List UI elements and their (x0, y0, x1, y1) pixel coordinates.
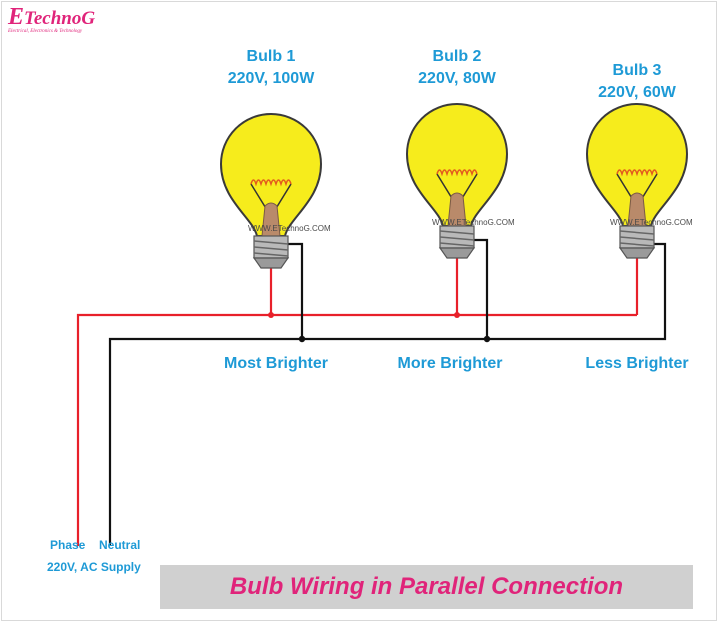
bulb-3-spec: 220V, 60W (598, 84, 676, 101)
diagram-title: Bulb Wiring in Parallel Connection (229, 573, 624, 600)
brand-logo: ETechnoG Electrical, Electronics & Techn… (8, 4, 96, 34)
bulb-1-brightness: Most Brighter (224, 355, 328, 372)
bulb-2-brightness: More Brighter (397, 355, 503, 372)
logo-tagline: Electrical, Electronics & Technology (8, 29, 83, 34)
logo-text: TechnoG (24, 8, 96, 29)
junction-dots (268, 312, 491, 343)
bulb-3-name: Bulb 3 (612, 62, 662, 79)
bulb-1-name: Bulb 1 (246, 48, 296, 65)
bulb-2-name: Bulb 2 (432, 48, 482, 65)
phase-wire (76, 258, 639, 546)
bulb-3-icon (586, 103, 688, 259)
neutral-label: Neutral (99, 538, 141, 552)
bulb-1-spec: 220V, 100W (227, 70, 315, 87)
bulb-2-icon (406, 103, 508, 259)
bulb-2-spec: 220V, 80W (418, 70, 496, 87)
supply-label: 220V, AC Supply (47, 560, 141, 574)
bulb-1-watermark: WWW.ETechnoG.COM (248, 224, 331, 233)
title-banner: Bulb Wiring in Parallel Connection (160, 565, 693, 609)
phase-label: Phase (50, 538, 86, 552)
bulb-1-icon (220, 113, 322, 269)
bulb-3-watermark: WWW.ETechnoG.COM (610, 218, 693, 227)
bulb-2-watermark: WWW.ETechnoG.COM (432, 218, 515, 227)
bulb-3-brightness: Less Brighter (585, 355, 689, 372)
neutral-wire (108, 238, 667, 546)
